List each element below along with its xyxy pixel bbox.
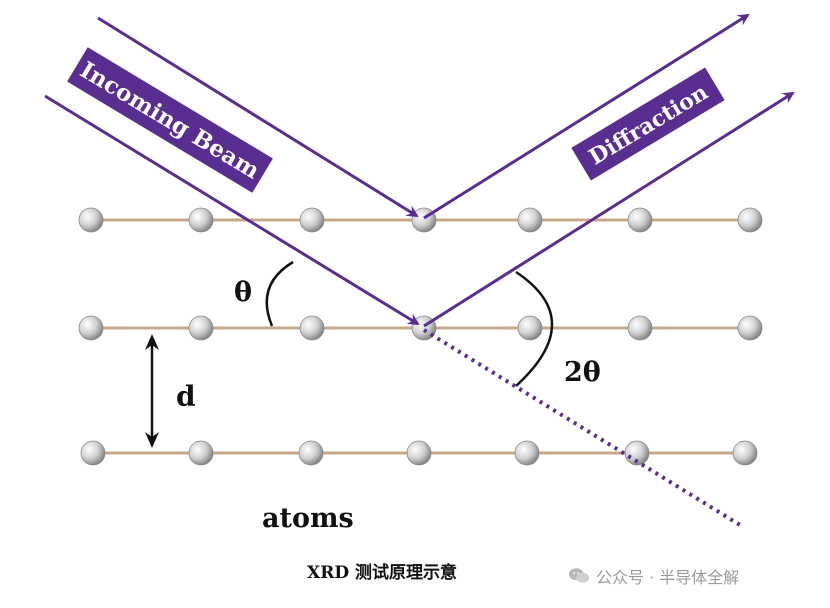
two-theta-label: 2θ [564,357,601,388]
atom [188,440,214,466]
diffracted-ray-lower [423,91,795,328]
atom [737,315,763,341]
incoming-beams [44,16,742,527]
atom [517,207,543,233]
atom [627,207,653,233]
theta-label: θ [234,277,252,308]
watermark: 公众号 · 半导体全解 [568,564,739,588]
atom [406,440,432,466]
incoming-ray-lower [44,94,420,326]
watermark-text: 公众号 · 半导体全解 [596,568,740,587]
atoms-label: atoms [262,503,354,534]
diffracted-beams [423,13,795,328]
atom [188,315,214,341]
atom [78,315,104,341]
atom [80,440,106,466]
diffracted-ray-upper [423,13,750,220]
atom [732,440,758,466]
d-spacing-arrow [145,334,159,448]
atom [299,315,325,341]
atoms-group [78,207,763,466]
wechat-logo-icon [568,568,590,583]
atom [514,440,540,466]
atom [624,440,650,466]
incoming-beam-text: Incoming Beam [75,56,264,184]
theta-arc [265,260,294,327]
atom [298,440,324,466]
transmitted-dotted-ray [422,328,742,527]
two-theta-arc [515,270,554,387]
atom [188,207,214,233]
incoming-ray-upper [97,16,419,218]
atom [517,315,543,341]
atom [299,207,325,233]
atom [78,207,104,233]
atom [737,207,763,233]
figure-caption: XRD 测试原理示意 [307,563,457,583]
diffraction-label: Diffraction [571,67,725,181]
atom [627,315,653,341]
d-label: d [176,380,196,413]
